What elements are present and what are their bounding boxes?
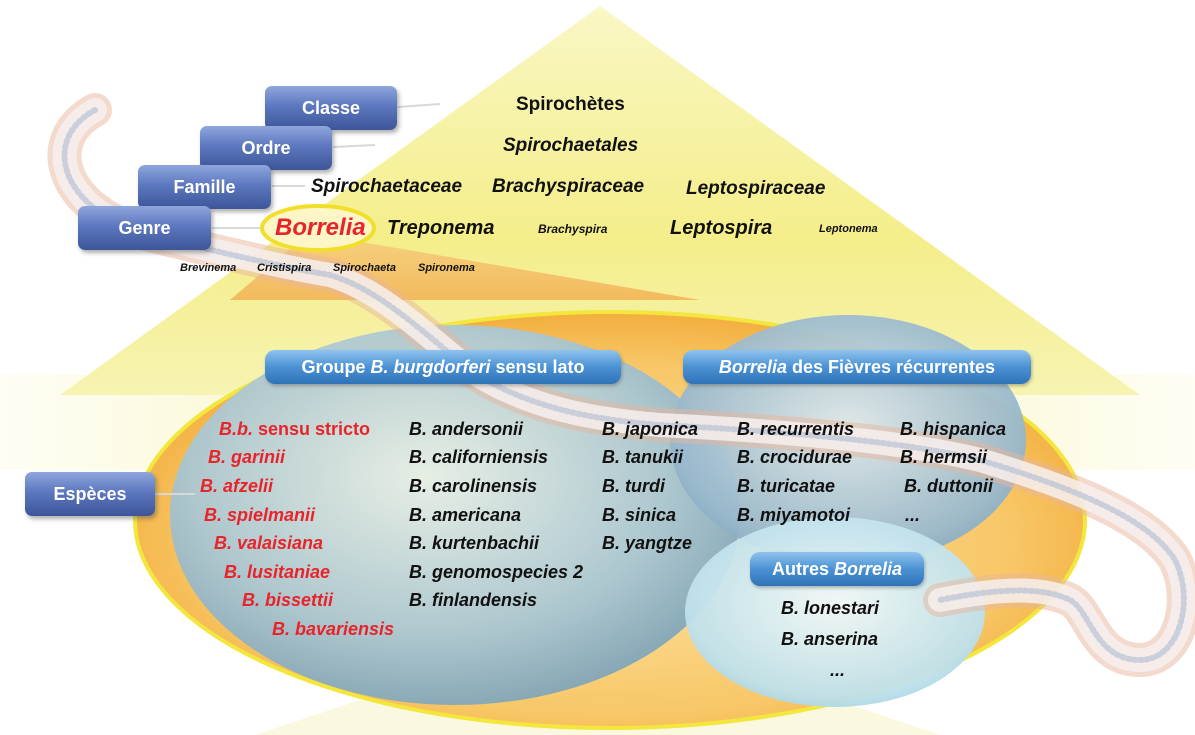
group-burgdorferi-prefix: Groupe (301, 356, 371, 377)
species-genomospecies-2: B. genomospecies 2 (409, 562, 584, 582)
group-burgdorferi-pill: Groupe B. burgdorferi sensu lato (265, 350, 621, 384)
species-californiensis: B. californiensis (409, 447, 549, 467)
group-autres-italic: Borrelia (833, 558, 903, 579)
genus-treponema: Treponema (387, 217, 495, 239)
genus-leptospira: Leptospira (670, 217, 773, 239)
species-finlandensis: B. finlandensis (409, 590, 538, 610)
species-afzelii: B. afzelii (200, 476, 274, 496)
species-duttonii: B. duttonii (904, 476, 993, 496)
group-recurrent-suffix: des Fièvres récurrentes (786, 356, 996, 377)
ordre-name: Spirochaetales (503, 135, 639, 156)
rank-genre-box: Genre (78, 206, 211, 250)
species-japonica: B. japonica (602, 419, 699, 439)
species-turdi: B. turdi (602, 476, 665, 496)
species-bb-sensu-stricto: B.b. sensu stricto (219, 419, 370, 440)
species-spielmanii: B. spielmanii (204, 505, 316, 525)
species-anserina: B. anserina (781, 629, 879, 649)
species-recurrentis: B. recurrentis (737, 419, 855, 439)
group-burgdorferi-suffix: sensu lato (490, 356, 585, 377)
species-tanukii: B. tanukii (602, 447, 684, 467)
species-turicatae: B. turicatae (737, 476, 836, 496)
species-autres-ellipsis: ... (830, 660, 846, 680)
species-carolinensis: B. carolinensis (409, 476, 538, 496)
species-hispanica: B. hispanica (900, 419, 1007, 439)
rank-ordre-box: Ordre (200, 126, 332, 170)
species-kurtenbachii: B. kurtenbachii (409, 533, 540, 553)
species-crocidurae: B. crocidurae (737, 447, 853, 467)
genus-brachyspira: Brachyspira (538, 222, 608, 236)
species-sinica: B. sinica (602, 505, 677, 525)
genus-borrelia: Borrelia (275, 214, 366, 241)
genus-brevinema: Brevinema (180, 262, 237, 274)
rank-especes-box: Espèces (25, 472, 155, 516)
species-bb-rest: sensu stricto (253, 419, 371, 439)
group-recurrent-pill: Borrelia des Fièvres récurrentes (683, 350, 1031, 384)
group-recurrent-italic: Borrelia (718, 356, 787, 377)
family-brachyspiraceae: Brachyspiraceae (492, 176, 645, 197)
genus-spirochaeta: Spirochaeta (333, 262, 396, 274)
species-garinii: B. garinii (208, 447, 286, 467)
rank-classe-box: Classe (265, 86, 397, 130)
species-yangtze: B. yangtze (602, 533, 693, 553)
species-miyamotoi: B. miyamotoi (737, 505, 851, 525)
family-spirochaetaceae: Spirochaetaceae (311, 176, 463, 197)
species-lonestari: B. lonestari (781, 598, 880, 618)
group-autres-prefix: Autres (771, 558, 834, 579)
classe-name: Spirochètes (516, 94, 625, 115)
group-autres-pill: Autres Borrelia (750, 552, 924, 586)
species-hermsii: B. hermsii (900, 447, 988, 467)
species-bissettii: B. bissettii (242, 590, 334, 610)
genus-leptonema: Leptonema (819, 223, 878, 235)
genus-cristispira: Cristispira (257, 262, 312, 274)
family-leptospiraceae: Leptospiraceae (686, 178, 826, 199)
species-andersonii: B. andersonii (409, 419, 524, 439)
species-bavariensis: B. bavariensis (272, 619, 395, 639)
genus-spironema: Spironema (418, 262, 475, 274)
rank-famille-box: Famille (138, 165, 271, 209)
group-burgdorferi-italic: B. burgdorferi (370, 356, 491, 377)
species-valaisiana: B. valaisiana (214, 533, 324, 553)
species-lusitaniae: B. lusitaniae (224, 562, 331, 582)
species-recurrent-ellipsis: ... (905, 505, 921, 525)
species-bb-abbrev: B.b. (219, 419, 253, 439)
species-americana: B. americana (409, 505, 522, 525)
